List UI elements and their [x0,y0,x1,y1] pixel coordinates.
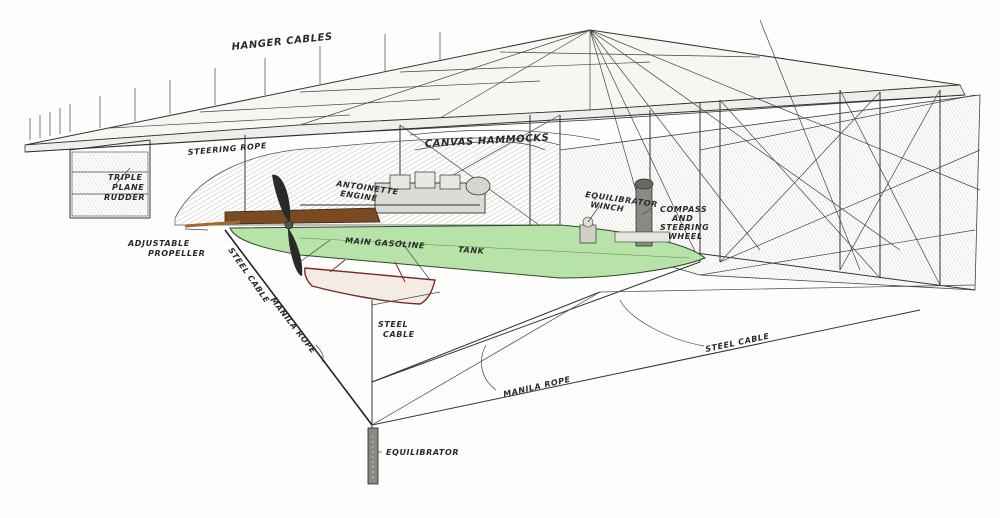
label-steering: STEERING [660,223,709,232]
label-rudder: RUDDER [104,193,145,202]
upper-plane [24,29,966,153]
label-steel-cable-right: STEEL CABLE [705,332,771,354]
label-steering-rope: STEERING ROPE [187,141,267,157]
label-plane: PLANE [112,183,144,192]
label-and: AND [671,214,693,223]
label-adjustable: ADJUSTABLE [127,239,190,248]
label-wheel: WHEEL [668,232,703,241]
adjustable-propeller [272,174,303,276]
hanger-cables-ticks [29,32,441,140]
label-manila-rope-bottom: MANILA ROPE [502,375,571,399]
label-manila-rope-left: MANILA ROPE [268,296,317,356]
label-triple: TRIPLE [108,173,143,182]
label-steel-center-1: STEEL [378,320,408,329]
antoinette-engine [300,171,491,214]
label-tank: TANK [458,245,485,256]
frame-struts [69,19,981,286]
label-propeller: PROPELLER [148,249,205,258]
equilibrator-weight [367,427,379,485]
label-steel-cable-left: STEEL CABLE [226,246,271,305]
equilibrator-winch [579,216,597,244]
label-equilibrator: EQUILIBRATOR [386,448,459,457]
label-hanger-cables: HANGER CABLES [231,31,333,53]
leader-lines [114,167,653,453]
compass-and-steering-wheel [614,178,671,247]
propeller-shaft [184,207,381,228]
label-steel-center-2: CABLE [383,330,415,339]
cable-rigging [224,229,976,430]
triple-plane-rudder [71,151,149,217]
label-compass: COMPASS [660,205,707,214]
